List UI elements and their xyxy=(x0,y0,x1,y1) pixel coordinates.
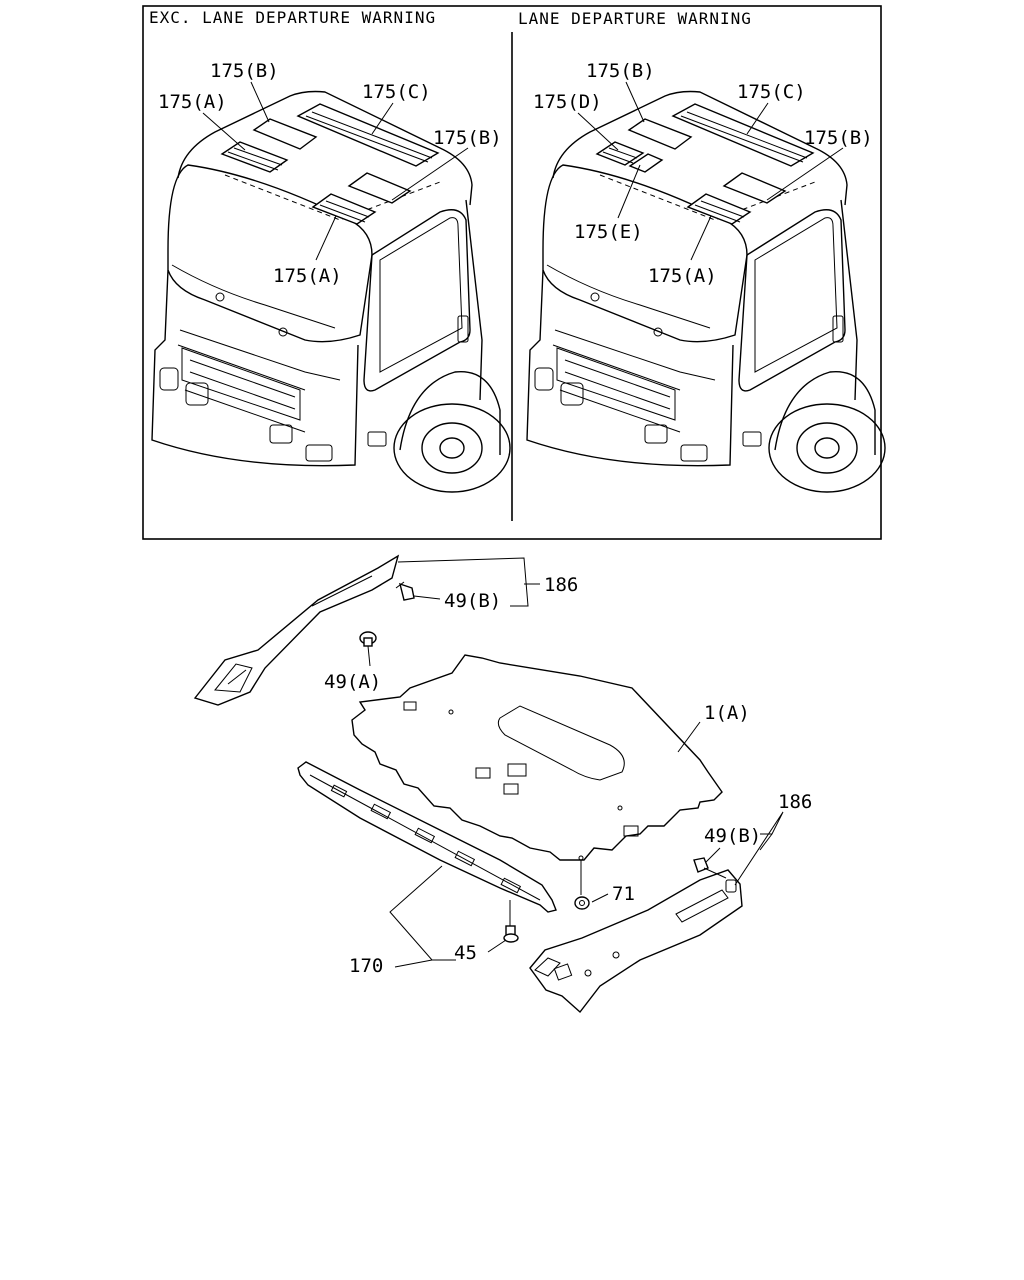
leader-71 xyxy=(591,893,609,903)
label-right-175a-bottom: 175(A) xyxy=(648,265,717,287)
right-pad-175d xyxy=(595,141,645,166)
leader-45 xyxy=(487,939,507,953)
screw-45-icon xyxy=(503,900,519,943)
label-45: 45 xyxy=(454,942,477,964)
label-left-175a-bottom: 175(A) xyxy=(273,265,342,287)
label-49a: 49(A) xyxy=(324,671,381,693)
label-left-175a-top: 175(A) xyxy=(158,91,227,113)
leader-left-c xyxy=(371,102,394,135)
headlining-panel xyxy=(351,654,723,861)
upper-pillar-trim xyxy=(193,554,400,706)
leader-right-b-top xyxy=(625,81,645,123)
leader-left-a-top xyxy=(202,112,246,151)
label-left-175c: 175(C) xyxy=(362,81,431,103)
leader-49b-upper xyxy=(413,595,441,600)
bracket-170 xyxy=(389,865,456,968)
leader-left-a-bottom xyxy=(315,215,337,261)
bracket-186-upper xyxy=(397,557,540,607)
bracket-186-lower xyxy=(734,811,784,886)
label-right-175c: 175(C) xyxy=(737,81,806,103)
label-left-175b-top: 175(B) xyxy=(210,60,279,82)
right-pad-175b-top xyxy=(627,118,693,150)
label-186-upper: 186 xyxy=(544,574,578,596)
left-pad-175c xyxy=(296,103,440,167)
label-left-175b-right: 175(B) xyxy=(433,127,502,149)
leader-1a xyxy=(677,721,701,753)
clip-49a-icon xyxy=(359,631,377,647)
nut-71-icon xyxy=(574,860,590,910)
left-pad-175b-top xyxy=(252,118,318,150)
left-pad-175b-right xyxy=(347,172,412,204)
leader-right-d xyxy=(577,112,619,151)
front-rail-trim xyxy=(297,761,557,913)
clip-49b-upper-icon xyxy=(395,581,415,601)
right-pad-175b-right xyxy=(722,172,787,204)
right-cab-illustration xyxy=(526,90,886,493)
right-pad-175a-bottom xyxy=(686,193,752,225)
label-49b-lower: 49(B) xyxy=(704,825,761,847)
leader-49b-lower xyxy=(705,847,721,863)
leader-right-e xyxy=(617,164,641,219)
label-right-175d: 175(D) xyxy=(533,91,602,113)
clip-49b-lower-icon xyxy=(693,857,727,879)
right-pad-175c xyxy=(671,103,815,167)
label-71: 71 xyxy=(612,883,635,905)
diagram-frame xyxy=(142,5,882,540)
left-pad-175a-top xyxy=(220,141,289,173)
label-right-175e: 175(E) xyxy=(574,221,643,243)
left-panel-header: EXC. LANE DEPARTURE WARNING xyxy=(149,8,436,27)
label-right-175b-right: 175(B) xyxy=(804,127,873,149)
leader-right-a-bottom xyxy=(690,215,712,261)
label-186-lower: 186 xyxy=(778,791,812,813)
leader-left-b-right xyxy=(391,147,469,201)
right-pad-175e xyxy=(628,153,664,173)
lower-pillar-trim xyxy=(529,869,743,1014)
leader-left-b-top xyxy=(250,81,270,123)
leader-right-c xyxy=(746,102,769,135)
label-right-175b-top: 175(B) xyxy=(586,60,655,82)
label-170: 170 xyxy=(349,955,383,977)
label-49b-upper: 49(B) xyxy=(444,590,501,612)
leader-49a xyxy=(367,645,371,667)
leader-right-b-right xyxy=(766,147,844,201)
label-1a: 1(A) xyxy=(704,702,750,724)
left-pad-175a-bottom xyxy=(311,193,377,225)
right-panel-header: LANE DEPARTURE WARNING xyxy=(518,9,752,28)
left-cab-illustration xyxy=(151,90,511,493)
